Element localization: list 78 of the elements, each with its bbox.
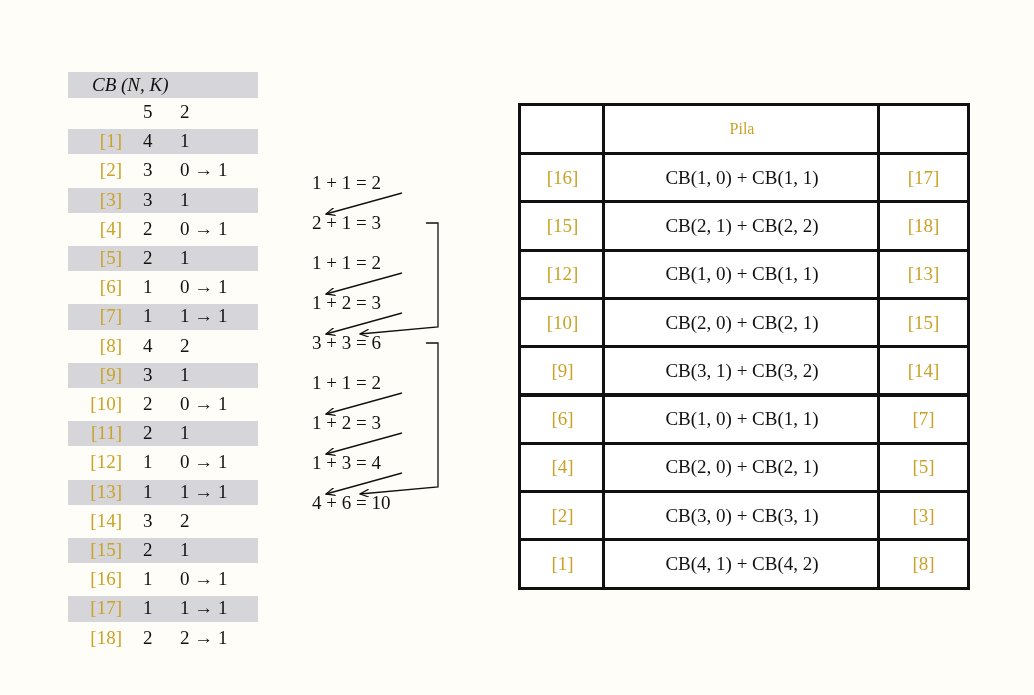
k-value: 0 → 1 [180, 567, 228, 592]
n-value: 2 [143, 392, 153, 416]
call-number: [13] [89, 479, 122, 504]
k-value: 1 [180, 129, 190, 154]
call-number: [1] [98, 129, 122, 154]
n-value: 3 [143, 187, 153, 212]
call-number: [12] [89, 450, 122, 475]
equation: 3 + 3 = 6 [312, 333, 424, 353]
k-value: 0 → 1 [180, 450, 228, 475]
n-value: 1 [143, 567, 153, 592]
call-number: [10] [89, 392, 122, 416]
call-number: [14] [877, 345, 970, 397]
k-value: 1 [180, 538, 190, 562]
arrow [325, 272, 403, 297]
k-value: 1 [180, 246, 190, 270]
call-number: [8] [98, 333, 122, 358]
equation: 4 + 6 = 10 [312, 493, 424, 513]
k-value: 0 → 1 [180, 158, 228, 183]
n-value: 4 [143, 333, 153, 358]
arrow [359, 342, 439, 498]
n-value: 4 [143, 129, 153, 154]
arrow [325, 432, 403, 457]
n-value: 3 [143, 158, 153, 183]
k-value: 2 [180, 100, 190, 124]
column-header: CB (N, K) [92, 73, 169, 97]
n-value: 2 [143, 246, 153, 270]
k-value: 2 [180, 333, 190, 358]
call-number: [17] [89, 596, 122, 621]
k-value: 2 → 1 [180, 625, 228, 650]
call-number: [9] [98, 362, 122, 387]
n-value: 1 [143, 479, 153, 504]
k-value: 1 → 1 [180, 596, 228, 621]
n-value: 3 [143, 362, 153, 387]
call-number: [7] [877, 393, 970, 445]
n-value: 5 [143, 100, 153, 124]
call-number: [11] [90, 421, 122, 446]
n-value: 1 [143, 275, 153, 300]
call-number: [7] [98, 304, 122, 329]
call-number: [18] [89, 625, 122, 650]
equation: 1 + 1 = 2 [312, 173, 424, 193]
arrow [325, 472, 403, 497]
n-value: 1 [143, 450, 153, 475]
arrow [325, 192, 403, 217]
arrow [325, 392, 403, 417]
call-number: [18] [877, 200, 970, 252]
call-number: [3] [98, 187, 122, 212]
arrow [325, 312, 403, 337]
call-number: [6] [98, 275, 122, 300]
n-value: 1 [143, 304, 153, 329]
call-number: [5] [98, 246, 122, 270]
call-number: [15] [89, 538, 122, 562]
k-value: 1 [180, 421, 190, 446]
k-value: 2 [180, 508, 190, 533]
n-value: 2 [143, 625, 153, 650]
equation: 1 + 1 = 2 [312, 373, 424, 393]
equation: 2 + 1 = 3 [312, 213, 424, 233]
equation: 1 + 3 = 4 [312, 453, 424, 473]
k-value: 1 [180, 187, 190, 212]
call-number: [8] [877, 538, 970, 590]
k-value: 0 → 1 [180, 392, 228, 416]
k-value: 0 → 1 [180, 216, 228, 241]
call-number: [2] [98, 158, 122, 183]
k-value: 1 → 1 [180, 479, 228, 504]
n-value: 3 [143, 508, 153, 533]
arrow [359, 222, 439, 338]
n-value: 2 [143, 421, 153, 446]
call-number: [4] [98, 216, 122, 241]
k-value: 0 → 1 [180, 275, 228, 300]
k-value: 1 [180, 362, 190, 387]
equation: 1 + 2 = 3 [312, 293, 424, 313]
k-value: 1 → 1 [180, 304, 228, 329]
n-value: 2 [143, 216, 153, 241]
equation: 1 + 1 = 2 [312, 253, 424, 273]
equation: 1 + 2 = 3 [312, 413, 424, 433]
n-value: 1 [143, 596, 153, 621]
n-value: 2 [143, 538, 153, 562]
call-number: [16] [89, 567, 122, 592]
call-number: [14] [89, 508, 122, 533]
